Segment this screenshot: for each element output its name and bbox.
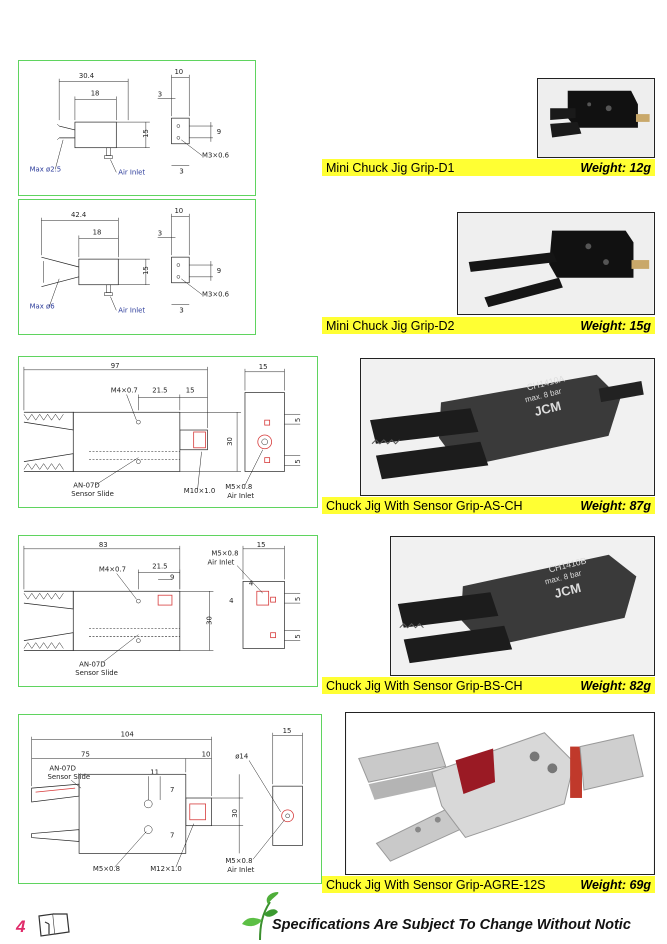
label-grip-as-ch: Chuck Jig With Sensor Grip-AS-CH Weight:… xyxy=(322,497,655,514)
svg-text:3: 3 xyxy=(158,229,162,237)
drawing-grip-bs-ch: 83 21.5 9 M4×0.7 30 AN-07D Sensor Slide … xyxy=(18,535,318,687)
svg-text:4: 4 xyxy=(229,597,233,605)
product-weight: Weight: 87g xyxy=(580,498,651,513)
svg-text:M3×0.6: M3×0.6 xyxy=(202,152,229,160)
svg-text:7: 7 xyxy=(170,832,174,840)
drawing-grip-agre-12s: 104 75 11 10 AN-07D Sensor Slide 7 7 30 … xyxy=(18,714,322,884)
svg-text:10: 10 xyxy=(202,751,211,759)
label-grip-d2: Mini Chuck Jig Grip-D2 Weight: 15g xyxy=(322,317,655,334)
svg-text:Sensor Slide: Sensor Slide xyxy=(71,490,114,498)
svg-text:30.4: 30.4 xyxy=(79,72,94,80)
svg-text:97: 97 xyxy=(111,362,120,370)
svg-text:M5×0.8: M5×0.8 xyxy=(225,483,252,491)
product-name: Chuck Jig With Sensor Grip-AGRE-12S xyxy=(326,877,546,892)
svg-text:5: 5 xyxy=(294,459,302,463)
svg-text:M3×0.6: M3×0.6 xyxy=(202,291,229,299)
svg-text:Max ø2.5: Max ø2.5 xyxy=(30,165,62,173)
product-name: Chuck Jig With Sensor Grip-BS-CH xyxy=(326,678,523,693)
label-grip-bs-ch: Chuck Jig With Sensor Grip-BS-CH Weight:… xyxy=(322,677,655,694)
svg-text:M4×0.7: M4×0.7 xyxy=(111,387,138,395)
svg-text:10: 10 xyxy=(174,68,183,76)
svg-text:Sensor Slide: Sensor Slide xyxy=(47,773,90,781)
svg-text:Max ø6: Max ø6 xyxy=(30,302,55,310)
svg-text:18: 18 xyxy=(93,228,102,236)
svg-text:3: 3 xyxy=(179,306,183,314)
svg-text:30: 30 xyxy=(231,809,239,818)
svg-text:Sensor Slide: Sensor Slide xyxy=(75,669,118,677)
svg-text:30: 30 xyxy=(226,437,234,446)
svg-text:10: 10 xyxy=(174,207,183,215)
svg-text:83: 83 xyxy=(99,541,108,549)
product-weight: Weight: 69g xyxy=(580,877,651,892)
svg-text:15: 15 xyxy=(142,266,150,275)
svg-text:75: 75 xyxy=(81,751,90,759)
svg-text:42.4: 42.4 xyxy=(71,211,86,219)
svg-text:M5×0.8: M5×0.8 xyxy=(225,857,252,865)
svg-text:Air Inlet: Air Inlet xyxy=(118,168,145,176)
svg-text:3: 3 xyxy=(158,90,162,98)
svg-text:5: 5 xyxy=(294,597,302,601)
svg-text:21.5: 21.5 xyxy=(152,563,167,571)
svg-text:AN-07D: AN-07D xyxy=(49,764,75,772)
svg-text:5: 5 xyxy=(294,634,302,638)
book-icon xyxy=(38,913,70,937)
drawing-grip-d1: 30.4 18 15 Max ø2.5 Air Inlet 10 3 9 M3×… xyxy=(18,60,256,196)
svg-text:JCM: JCM xyxy=(533,398,563,419)
drawing-grip-d2: 42.4 18 15 Max ø6 Air Inlet 10 3 9 M3×0.… xyxy=(18,199,256,335)
product-weight: Weight: 15g xyxy=(580,318,651,333)
leaf-icon xyxy=(242,892,279,941)
svg-text:18: 18 xyxy=(91,89,100,97)
svg-text:9: 9 xyxy=(170,573,174,581)
photo-grip-agre-12s xyxy=(345,712,655,875)
svg-text:21.5: 21.5 xyxy=(152,387,167,395)
svg-text:15: 15 xyxy=(259,363,268,371)
svg-text:ø14: ø14 xyxy=(235,752,248,760)
photo-grip-as-ch: CH1410A max. 8 bar JCM xyxy=(360,358,655,496)
svg-text:9: 9 xyxy=(217,267,221,275)
svg-text:M12×1.0: M12×1.0 xyxy=(150,865,182,873)
svg-text:JCM: JCM xyxy=(553,580,583,601)
svg-text:M5×0.8: M5×0.8 xyxy=(211,550,238,558)
svg-text:M5×0.8: M5×0.8 xyxy=(93,865,120,873)
svg-text:15: 15 xyxy=(142,129,150,138)
svg-text:Air Inlet: Air Inlet xyxy=(227,866,254,874)
svg-text:30: 30 xyxy=(205,616,213,625)
svg-text:4: 4 xyxy=(249,579,253,587)
svg-text:9: 9 xyxy=(217,128,221,136)
footer-disclaimer: Specifications Are Subject To Change Wit… xyxy=(272,917,631,933)
svg-text:15: 15 xyxy=(283,727,292,735)
svg-text:Air Inlet: Air Inlet xyxy=(207,559,234,567)
svg-text:7: 7 xyxy=(170,786,174,794)
svg-text:M10×1.0: M10×1.0 xyxy=(184,487,215,495)
label-grip-agre-12s: Chuck Jig With Sensor Grip-AGRE-12S Weig… xyxy=(322,876,655,893)
product-weight: Weight: 12g xyxy=(580,160,651,175)
svg-text:Air Inlet: Air Inlet xyxy=(118,306,145,314)
svg-text:3: 3 xyxy=(179,167,183,175)
label-grip-d1: Mini Chuck Jig Grip-D1 Weight: 12g xyxy=(322,159,655,176)
product-name: Chuck Jig With Sensor Grip-AS-CH xyxy=(326,498,523,513)
product-name: Mini Chuck Jig Grip-D2 xyxy=(326,318,455,333)
svg-text:104: 104 xyxy=(121,731,134,739)
svg-text:AN-07D: AN-07D xyxy=(79,660,105,668)
svg-text:M4×0.7: M4×0.7 xyxy=(99,566,126,574)
svg-text:AN-07D: AN-07D xyxy=(73,481,99,489)
photo-grip-d1 xyxy=(537,78,655,158)
svg-text:5: 5 xyxy=(294,418,302,422)
svg-text:15: 15 xyxy=(186,387,195,395)
photo-grip-bs-ch: CH1410B max. 8 bar JCM xyxy=(390,536,655,676)
svg-text:11: 11 xyxy=(150,768,159,776)
page-number: 4 xyxy=(16,917,26,936)
product-weight: Weight: 82g xyxy=(580,678,651,693)
photo-grip-d2 xyxy=(457,212,655,315)
svg-text:15: 15 xyxy=(257,541,266,549)
svg-text:Air Inlet: Air Inlet xyxy=(227,492,254,500)
drawing-grip-as-ch: 97 21.5 15 M4×0.7 30 AN-07D Sensor Slide… xyxy=(18,356,318,508)
product-name: Mini Chuck Jig Grip-D1 xyxy=(326,160,455,175)
